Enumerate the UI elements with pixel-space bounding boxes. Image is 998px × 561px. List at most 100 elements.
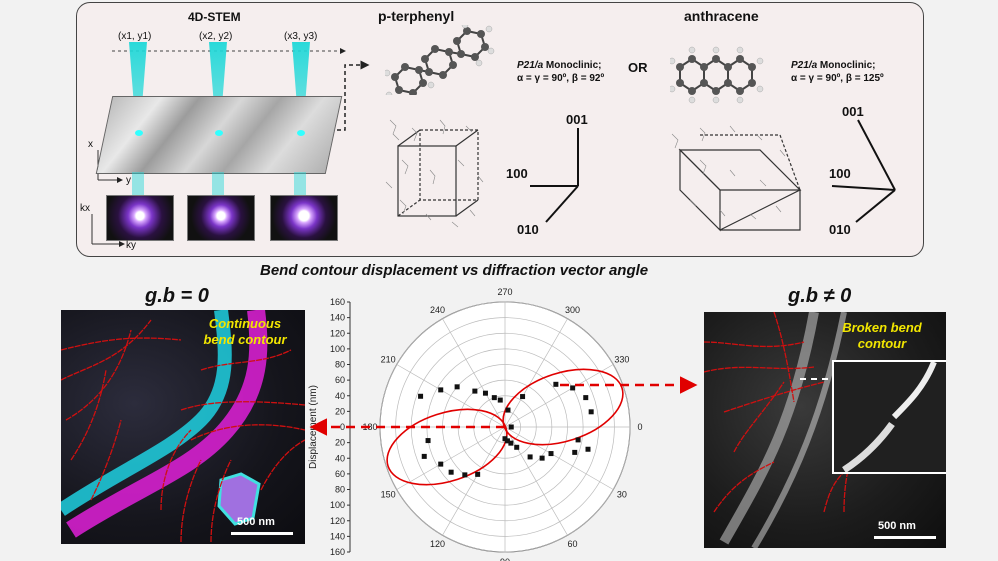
probe-spot-2 bbox=[215, 130, 223, 136]
anthracene-angles: α = γ = 90º, β = 125º bbox=[791, 73, 884, 84]
terphenyl-dir-100: 100 bbox=[506, 166, 528, 181]
diffraction-pattern-3 bbox=[270, 195, 338, 241]
radial-tick-label: 140 bbox=[330, 531, 345, 541]
right-overlay bbox=[704, 312, 855, 548]
angle-tick-label: 180 bbox=[362, 422, 377, 432]
data-point bbox=[575, 437, 581, 443]
anthracene-space-group: P21/a Monoclinic; bbox=[791, 60, 875, 71]
data-point bbox=[438, 461, 444, 467]
probe-position-2: (x2, y2) bbox=[199, 31, 233, 42]
polar-spoke bbox=[442, 426, 506, 536]
anthracene-space-group-text: P21/a bbox=[791, 60, 818, 71]
radial-tick-label: 100 bbox=[330, 500, 345, 510]
angle-tick-label: 0 bbox=[637, 422, 642, 432]
transmitted-beam-3 bbox=[294, 172, 306, 197]
y-axis-label: Displacement (nm) bbox=[308, 385, 319, 469]
data-point bbox=[505, 407, 511, 413]
data-point bbox=[527, 454, 533, 460]
angle-tick-label: 330 bbox=[614, 355, 629, 365]
terphenyl-angles: α = γ = 90º, β = 92º bbox=[517, 73, 605, 84]
data-point bbox=[497, 397, 503, 403]
data-point bbox=[508, 440, 514, 446]
p-terphenyl-molecule bbox=[385, 25, 495, 95]
data-point bbox=[462, 472, 468, 478]
right-scale-bar bbox=[874, 536, 936, 539]
probe-spot-1 bbox=[135, 130, 143, 136]
polar-spoke bbox=[396, 364, 506, 428]
axis-y-label: y bbox=[126, 175, 131, 186]
polar-spoke bbox=[396, 426, 506, 490]
data-point bbox=[418, 393, 424, 399]
right-caption-line2: contour bbox=[857, 336, 907, 351]
angle-tick-label: 300 bbox=[565, 305, 580, 315]
angle-tick-label: 60 bbox=[567, 539, 577, 549]
terphenyl-system: Monoclinic; bbox=[545, 60, 602, 71]
fit-lobe-left bbox=[386, 408, 508, 486]
terphenyl-space-group: P21/a Monoclinic; bbox=[517, 60, 601, 71]
terphenyl-title: p-terphenyl bbox=[378, 8, 455, 24]
data-point bbox=[588, 409, 594, 415]
polar-spoke bbox=[504, 426, 614, 490]
data-point bbox=[502, 436, 508, 442]
angle-tick-label: 120 bbox=[430, 539, 445, 549]
right-title: g.b ≠ 0 bbox=[788, 285, 852, 307]
radial-tick-label: 40 bbox=[335, 453, 345, 463]
radial-tick-label: 120 bbox=[330, 516, 345, 526]
data-point bbox=[583, 395, 589, 401]
radial-tick-label: 20 bbox=[335, 406, 345, 416]
anthracene-title: anthracene bbox=[684, 8, 759, 24]
probe-position-3: (x3, y3) bbox=[284, 31, 318, 42]
inset-bend-contour bbox=[842, 362, 937, 472]
data-point bbox=[520, 394, 526, 400]
terphenyl-dir-010: 010 bbox=[517, 222, 539, 237]
angle-tick-label: 30 bbox=[617, 490, 627, 500]
left-overlay bbox=[61, 310, 305, 543]
angle-tick-label: 270 bbox=[497, 287, 512, 297]
right-caption-line1: Broken bend bbox=[842, 320, 922, 335]
technique-label: 4D-STEM bbox=[188, 10, 241, 24]
radial-tick-label: 40 bbox=[335, 391, 345, 401]
left-scale-label: 500 nm bbox=[237, 516, 275, 528]
data-point bbox=[421, 453, 427, 459]
data-point bbox=[438, 387, 444, 393]
polar-chart: 0 30 60 90 120 150 180 210 240 270 300 330 0 20 20 40 40… bbox=[308, 287, 643, 561]
data-point bbox=[539, 455, 545, 461]
polar-spoke bbox=[504, 364, 614, 428]
radial-tick-label: 0 bbox=[340, 422, 345, 432]
probe-position-1: (x1, y1) bbox=[118, 31, 152, 42]
axis-x-label: x bbox=[88, 139, 93, 150]
radial-tick-label: 20 bbox=[335, 438, 345, 448]
radial-tick-label: 60 bbox=[335, 469, 345, 479]
data-point bbox=[553, 381, 559, 387]
angle-tick-label: 240 bbox=[430, 305, 445, 315]
anthracene-dir-100: 100 bbox=[829, 166, 851, 181]
data-point bbox=[570, 385, 576, 391]
data-point bbox=[425, 438, 431, 444]
diffraction-pattern-1 bbox=[106, 195, 174, 241]
section-title: Bend contour displacement vs diffraction… bbox=[260, 262, 649, 279]
polar-spoke bbox=[504, 318, 568, 428]
angle-tick-label: 150 bbox=[381, 490, 396, 500]
right-scale-label: 500 nm bbox=[878, 520, 916, 532]
anthracene-dir-010: 010 bbox=[829, 222, 851, 237]
data-point bbox=[548, 451, 554, 457]
left-scale-bar bbox=[231, 532, 293, 535]
anthracene-dir-001: 001 bbox=[842, 104, 864, 119]
angle-tick-label: 90 bbox=[500, 557, 510, 561]
data-point bbox=[454, 384, 460, 390]
radial-tick-label: 80 bbox=[335, 485, 345, 495]
inset-pointer bbox=[800, 378, 828, 380]
data-point bbox=[514, 444, 520, 450]
angle-tick-label: 210 bbox=[381, 355, 396, 365]
probe-spot-3 bbox=[297, 130, 305, 136]
data-point bbox=[508, 424, 514, 430]
data-point bbox=[472, 388, 478, 394]
data-point bbox=[491, 395, 497, 401]
anthracene-molecule bbox=[670, 46, 764, 104]
data-point bbox=[475, 471, 481, 477]
or-label: OR bbox=[628, 60, 648, 75]
